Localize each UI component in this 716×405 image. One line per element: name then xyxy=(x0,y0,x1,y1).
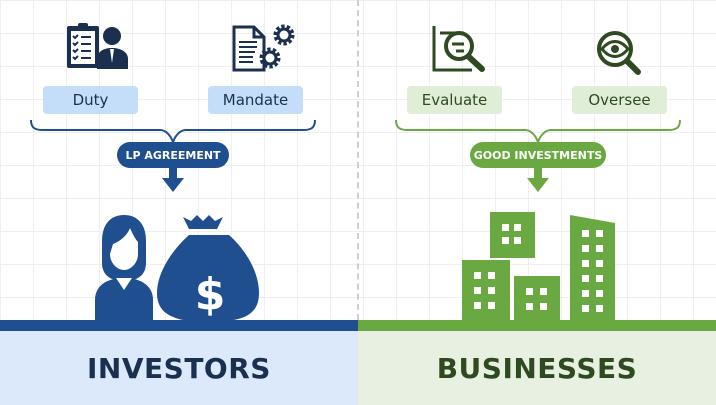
clipboard-person-icon xyxy=(67,23,128,69)
document-gears-icon xyxy=(232,24,295,72)
investor-moneybag-icon: $ xyxy=(95,215,259,322)
eye-magnifier-icon xyxy=(597,31,641,75)
label-mandate: Mandate xyxy=(208,86,303,114)
lp-agreement-pill: LP AGREEMENT xyxy=(117,142,229,168)
businesses-title: BUSINESSES xyxy=(358,331,716,405)
businesses-baseline xyxy=(358,320,716,331)
label-oversee: Oversee xyxy=(572,86,667,114)
svg-text:$: $ xyxy=(195,269,226,320)
chart-magnifier-icon xyxy=(432,26,485,72)
investors-baseline xyxy=(0,320,358,331)
buildings-icon xyxy=(462,212,615,322)
investors-title: INVESTORS xyxy=(0,331,358,405)
good-investments-pill: GOOD INVESTMENTS xyxy=(470,142,606,168)
label-duty: Duty xyxy=(43,86,138,114)
brace-right xyxy=(395,119,681,144)
arrow-down-icon xyxy=(527,166,549,192)
label-evaluate: Evaluate xyxy=(407,86,502,114)
center-divider xyxy=(357,0,359,320)
brace-left xyxy=(30,119,316,144)
arrow-down-icon xyxy=(162,166,184,192)
